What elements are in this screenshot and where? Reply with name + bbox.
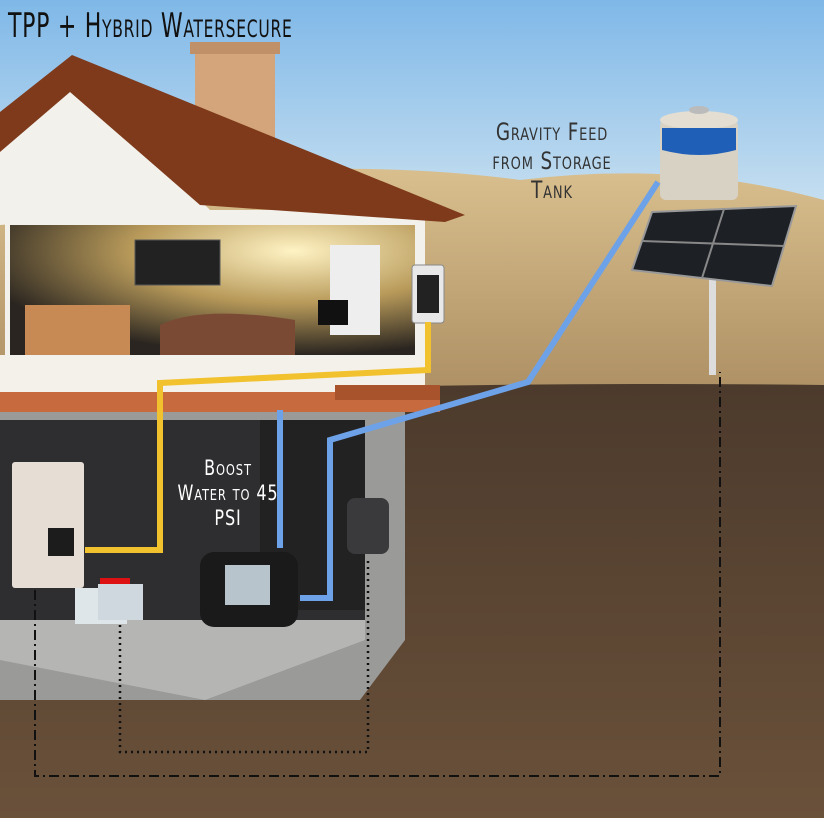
house: [0, 42, 465, 358]
diagram-title: TPP + Hybrid Watersecure: [8, 6, 293, 46]
dashed-cable: [34, 372, 721, 777]
pump-controller: [347, 498, 389, 554]
gravity-feed-label: Gravity Feed from Storage Tank: [492, 118, 612, 204]
water-line-gravity: [300, 180, 661, 601]
power-line: [85, 322, 431, 553]
batteries: [75, 578, 143, 624]
boost-water-label: Boost Water to 45 PSI: [177, 456, 279, 531]
inverter: [12, 462, 84, 588]
solar-panel: [630, 204, 798, 375]
storage-tank: [660, 106, 738, 200]
booster-pump: [200, 552, 298, 627]
